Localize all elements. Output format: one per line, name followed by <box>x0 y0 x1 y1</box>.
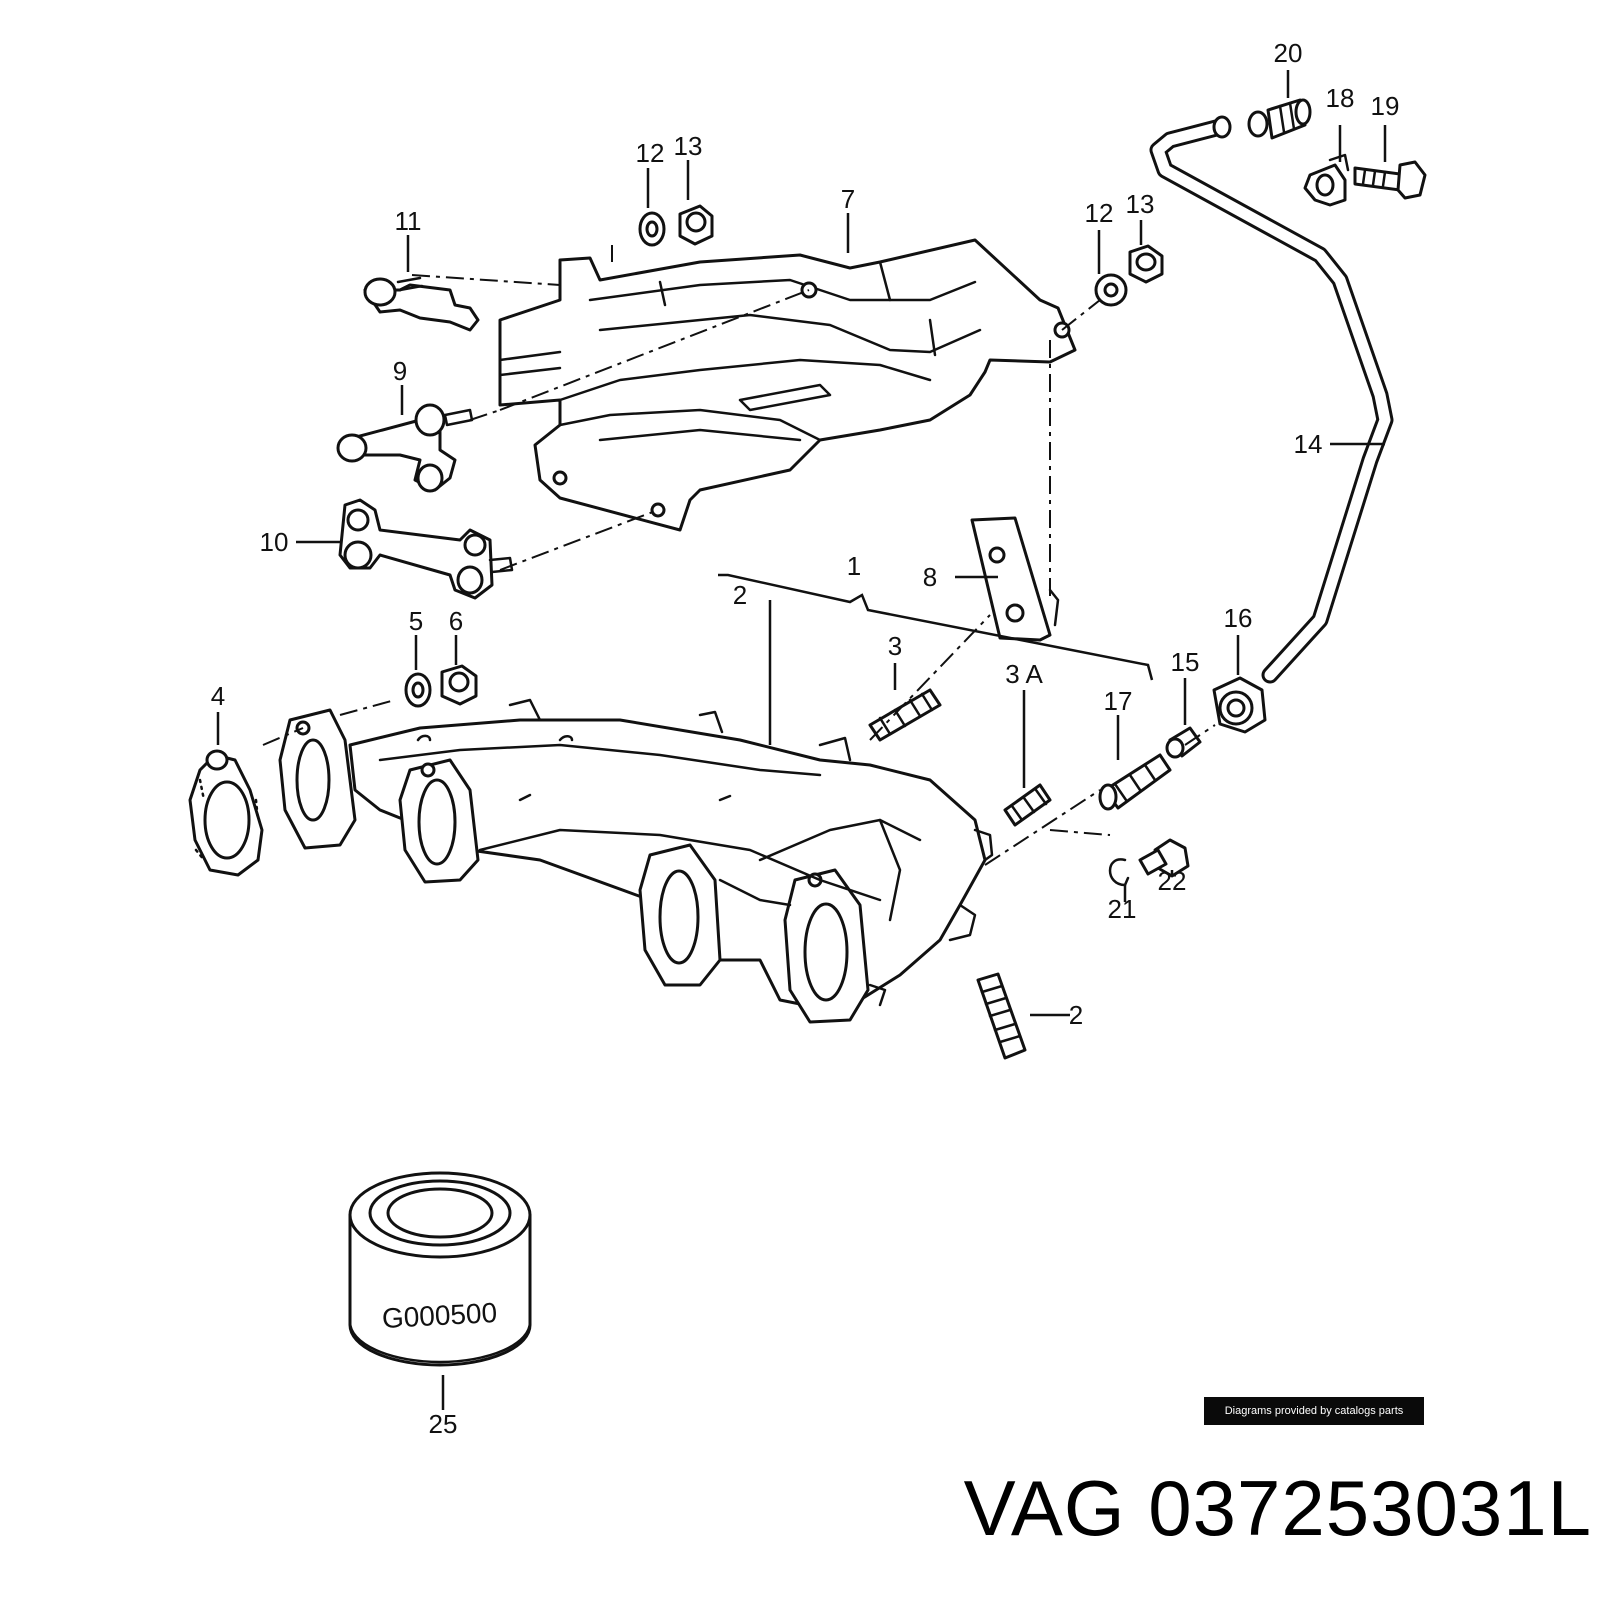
washer-5 <box>404 672 432 708</box>
callout-19: 19 <box>1371 91 1400 121</box>
callout-6: 6 <box>449 606 463 636</box>
part-number-title: VAG 037253031L <box>963 1464 1592 1552</box>
callout-8: 8 <box>923 562 937 592</box>
washer-12-right <box>1094 273 1128 307</box>
nut-6 <box>440 664 478 706</box>
callout-15: 15 <box>1171 647 1200 677</box>
fitting-20 <box>1247 98 1312 140</box>
diagram-credit-label: Diagrams provided by catalogs parts <box>1204 1397 1424 1425</box>
fitting-17 <box>1098 753 1172 811</box>
bracket-9 <box>336 403 474 493</box>
gasket-4 <box>188 749 264 877</box>
exhaust-manifold <box>278 698 994 1024</box>
nut-13-right <box>1128 244 1164 284</box>
plate-8 <box>970 516 1060 642</box>
callout-12-right: 12 <box>1085 198 1114 228</box>
callout-4: 4 <box>211 681 225 711</box>
callout-17: 17 <box>1104 686 1133 716</box>
callout-13-top: 13 <box>674 131 703 161</box>
callout-16: 16 <box>1224 603 1253 633</box>
pipe-14 <box>1149 115 1394 684</box>
callout-7: 7 <box>841 184 855 214</box>
callout-20: 20 <box>1274 38 1303 68</box>
callout-13-right: 13 <box>1126 189 1155 219</box>
assembly-lines <box>262 245 1216 866</box>
callout-11: 11 <box>395 206 422 236</box>
callout-3a: 3 A <box>1005 659 1043 689</box>
callout-3: 3 <box>888 631 902 661</box>
stud-2 <box>976 972 1027 1060</box>
callout-12-top: 12 <box>636 138 665 168</box>
bolt-22 <box>1138 838 1190 878</box>
stud-3a <box>1003 783 1052 827</box>
clip-21 <box>1108 858 1130 887</box>
callout-21: 21 <box>1108 894 1137 924</box>
callout-5: 5 <box>409 606 423 636</box>
bolt-19 <box>1353 160 1427 200</box>
heat-shield <box>498 238 1077 532</box>
washer-12-top <box>638 211 666 247</box>
callout-18: 18 <box>1326 83 1355 113</box>
callout-labels: 12 13 11 7 12 13 20 18 19 14 9 10 8 1 2 … <box>211 38 1400 1439</box>
callout-1: 1 <box>847 551 861 581</box>
nut-16 <box>1212 676 1267 734</box>
bracket-10 <box>338 498 514 600</box>
callout-10: 10 <box>260 527 289 557</box>
clamp-18 <box>1303 153 1350 207</box>
callout-22: 22 <box>1158 866 1187 896</box>
filter-label: G000500 <box>381 1297 498 1334</box>
oil-filter-25: G000500 <box>348 1171 532 1367</box>
bracket-11 <box>363 276 480 332</box>
callout-2-bottom: 2 <box>1069 1000 1083 1030</box>
leader-lines <box>216 70 1387 1410</box>
callout-14: 14 <box>1294 429 1323 459</box>
stud-3 <box>868 688 942 742</box>
nut-13-top <box>678 204 714 246</box>
callout-25: 25 <box>429 1409 458 1439</box>
fitting-15 <box>1165 726 1202 759</box>
callout-2-top: 2 <box>733 580 747 610</box>
callout-9: 9 <box>393 356 407 386</box>
